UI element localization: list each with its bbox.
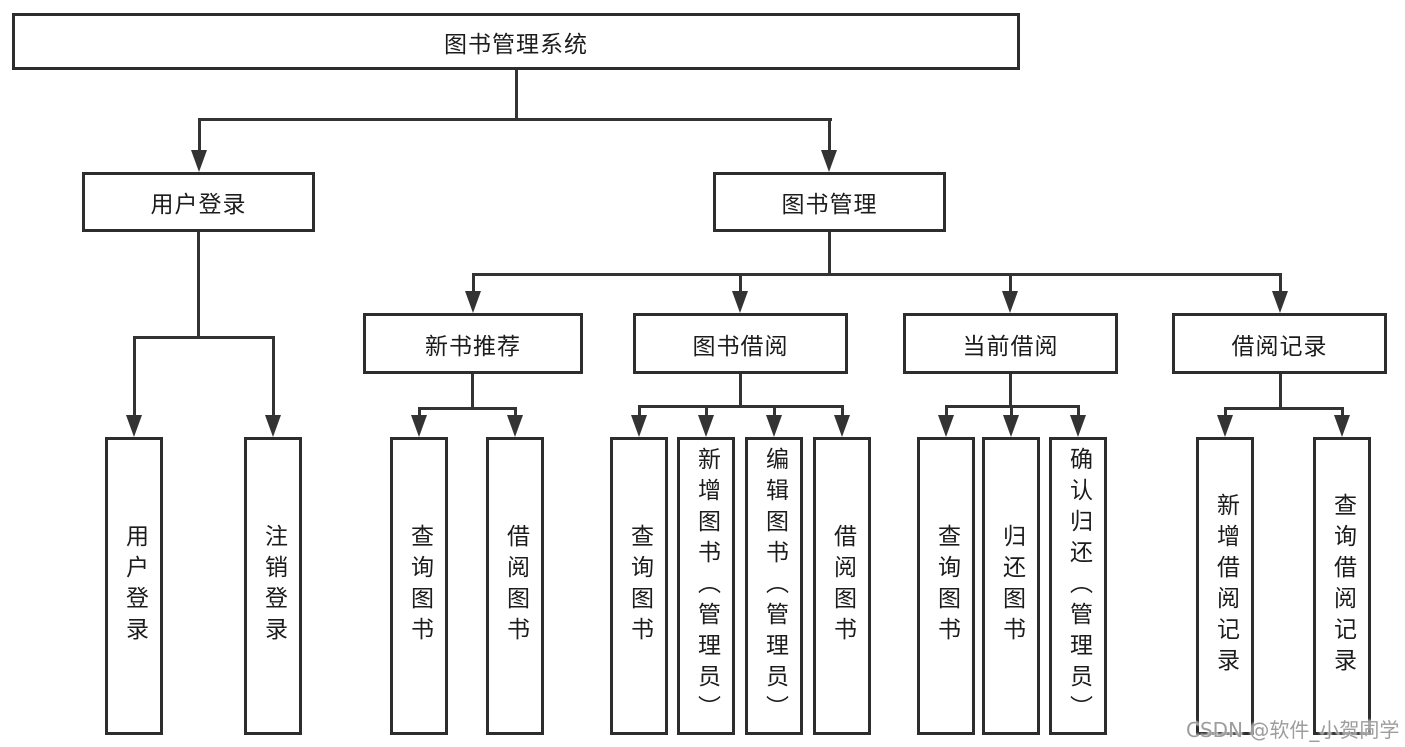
node-book-borrowing: 图书借阅 <box>633 313 848 374</box>
leaf-query-books-recommend: 查询图书 <box>390 437 448 735</box>
arrow-down-icon <box>698 415 714 437</box>
node-borrowing-records: 借阅记录 <box>1172 313 1387 374</box>
leaf-label: 注销登录 <box>260 524 287 648</box>
leaf-label: 借阅图书 <box>502 524 529 648</box>
connector-new-book-trunk <box>471 374 474 407</box>
leaf-label: 新增图书（管理员） <box>693 446 720 726</box>
connector-drop-book-management <box>828 118 831 150</box>
node-label: 借阅记录 <box>1231 333 1328 360</box>
connector-drop-leaf <box>945 405 948 415</box>
node-label: 新书推荐 <box>425 333 521 360</box>
connector-book-borrow-bar <box>638 405 844 408</box>
node-current-borrowing: 当前借阅 <box>903 313 1118 374</box>
connector-new-book-bar <box>418 407 517 410</box>
leaf-return-books: 归还图书 <box>982 437 1040 735</box>
connector-drop-leaf <box>1224 407 1227 415</box>
leaf-user-login: 用户登录 <box>105 437 163 735</box>
arrow-down-icon <box>411 415 427 437</box>
connector-book-borrow-trunk <box>739 374 742 405</box>
arrow-down-icon <box>631 415 647 437</box>
connector-level2-bar <box>472 273 1282 276</box>
leaf-confirm-return-admin: 确认归还（管理员） <box>1049 437 1107 735</box>
arrow-down-icon <box>821 150 837 172</box>
connector-user-login-bar <box>133 336 275 339</box>
arrow-down-icon <box>1334 415 1350 437</box>
leaf-add-borrow-record: 新增借阅记录 <box>1196 437 1254 735</box>
connector-drop-leaf <box>773 405 776 415</box>
connector-drop-user-login <box>198 118 201 150</box>
leaf-label: 编辑图书（管理员） <box>761 446 788 726</box>
connector-borrow-records-bar <box>1224 407 1344 410</box>
connector-drop-new-book <box>472 273 475 291</box>
node-label: 图书管理系统 <box>444 31 588 58</box>
connector-drop-book-borrow <box>739 273 742 291</box>
arrow-down-icon <box>766 415 782 437</box>
leaf-label: 查询图书 <box>626 524 653 648</box>
connector-level1-bar <box>198 118 832 121</box>
connector-drop-leaf <box>133 336 136 415</box>
node-library-management-system: 图书管理系统 <box>12 13 1020 70</box>
leaf-query-borrow-record: 查询借阅记录 <box>1313 437 1371 735</box>
connector-drop-leaf <box>418 407 421 415</box>
arrow-down-icon <box>1070 415 1086 437</box>
leaf-label: 用户登录 <box>121 524 148 648</box>
connector-drop-leaf <box>514 407 517 415</box>
arrow-down-icon <box>1272 291 1288 313</box>
node-label: 用户登录 <box>150 192 247 218</box>
connector-drop-current-borrow <box>1009 273 1012 291</box>
leaf-label: 查询借阅记录 <box>1329 493 1356 679</box>
leaf-label: 新增借阅记录 <box>1212 493 1239 679</box>
watermark: CSDN @软件_小贺同学 <box>1186 718 1400 742</box>
arrow-down-icon <box>191 150 207 172</box>
leaf-query-books-current: 查询图书 <box>917 437 975 735</box>
arrow-down-icon <box>1003 415 1019 437</box>
arrow-down-icon <box>1002 291 1018 313</box>
connector-borrow-records-trunk <box>1279 374 1282 407</box>
leaf-borrow-books-borrowing: 借阅图书 <box>813 437 871 735</box>
leaf-edit-books-admin: 编辑图书（管理员） <box>745 437 803 735</box>
arrow-down-icon <box>126 415 142 437</box>
connector-drop-leaf <box>1341 407 1344 415</box>
node-label: 当前借阅 <box>962 333 1059 360</box>
arrow-down-icon <box>265 415 281 437</box>
leaf-label: 确认归还（管理员） <box>1065 446 1092 726</box>
leaf-label: 归还图书 <box>998 524 1025 648</box>
connector-book-management-trunk <box>828 232 831 273</box>
node-new-book-recommendation: 新书推荐 <box>363 313 583 374</box>
node-label: 图书借阅 <box>692 333 789 360</box>
connector-drop-leaf <box>638 405 641 415</box>
arrow-down-icon <box>507 415 523 437</box>
leaf-borrow-books-recommend: 借阅图书 <box>486 437 544 735</box>
leaf-query-books-borrowing: 查询图书 <box>610 437 668 735</box>
leaf-label: 借阅图书 <box>829 524 856 648</box>
connector-drop-leaf <box>1077 405 1080 415</box>
arrow-down-icon <box>465 291 481 313</box>
leaf-label: 查询图书 <box>933 524 960 648</box>
connector-user-login-trunk <box>197 232 200 336</box>
connector-current-borrow-trunk <box>1009 374 1012 405</box>
arrow-down-icon <box>1217 415 1233 437</box>
arrow-down-icon <box>834 415 850 437</box>
connector-drop-leaf <box>705 405 708 415</box>
arrow-down-icon <box>938 415 954 437</box>
connector-drop-leaf <box>272 336 275 415</box>
leaf-logout: 注销登录 <box>244 437 302 735</box>
connector-drop-leaf <box>1010 405 1013 415</box>
connector-drop-borrow-records <box>1279 273 1282 291</box>
leaf-add-books-admin: 新增图书（管理员） <box>677 437 735 735</box>
node-book-management: 图书管理 <box>713 172 946 232</box>
connector-drop-leaf <box>841 405 844 415</box>
arrow-down-icon <box>732 291 748 313</box>
connector-root-trunk <box>515 70 518 118</box>
node-label: 图书管理 <box>781 192 878 218</box>
leaf-label: 查询图书 <box>406 524 433 648</box>
node-user-login: 用户登录 <box>82 172 315 232</box>
